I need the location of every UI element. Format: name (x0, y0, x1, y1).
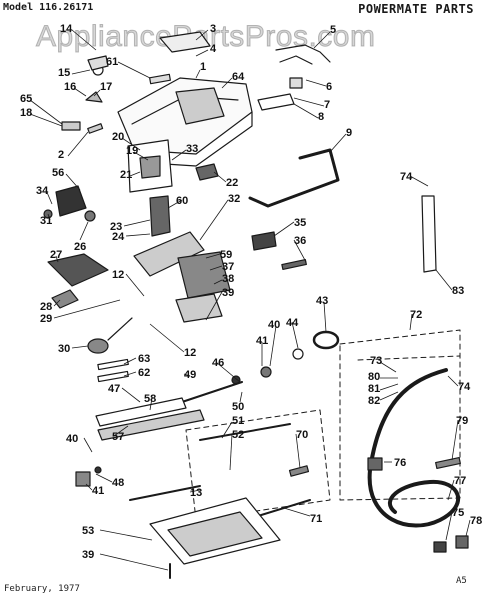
callout-13: 13 (190, 487, 202, 499)
callout-33: 33 (186, 143, 198, 155)
callout-5: 5 (330, 24, 336, 36)
callout-77: 77 (454, 475, 466, 487)
callout-73: 73 (370, 355, 382, 367)
callout-39b: 39 (82, 549, 94, 561)
callout-17: 17 (100, 81, 112, 93)
callout-41a: 41 (256, 335, 268, 347)
callout-60: 60 (176, 195, 188, 207)
callout-78: 78 (470, 515, 482, 527)
callout-22: 22 (226, 177, 238, 189)
callout-4: 4 (210, 43, 217, 55)
callout-20: 20 (112, 131, 124, 143)
callout-52: 52 (232, 429, 244, 441)
callout-61: 61 (106, 56, 118, 68)
callout-83: 83 (452, 285, 464, 297)
callout-40a: 40 (268, 319, 280, 331)
model-number: Model 116.26171 (3, 2, 94, 13)
callout-74b: 74 (458, 381, 471, 393)
callout-35: 35 (294, 217, 306, 229)
callout-23: 23 (110, 221, 122, 233)
callout-76: 76 (394, 457, 406, 469)
callout-81: 81 (368, 383, 380, 395)
callout-21: 21 (120, 169, 132, 181)
callout-62: 62 (138, 367, 150, 379)
callout-57: 57 (112, 431, 124, 443)
callout-27: 27 (50, 249, 62, 261)
callout-38: 38 (222, 273, 234, 285)
callout-70: 70 (296, 429, 308, 441)
callout-63: 63 (138, 353, 150, 365)
callout-34: 34 (36, 185, 49, 197)
callout-82: 82 (368, 395, 380, 407)
callout-28: 28 (40, 301, 52, 313)
callout-26: 26 (74, 241, 86, 253)
callout-47: 47 (108, 383, 120, 395)
callout-12a: 12 (112, 269, 124, 281)
callout-18: 18 (20, 107, 32, 119)
callout-29: 29 (40, 313, 52, 325)
callout-74a: 74 (400, 171, 413, 183)
callout-41b: 41 (92, 485, 104, 497)
callout-30: 30 (58, 343, 70, 355)
callout-72: 72 (410, 309, 422, 321)
callout-32: 32 (228, 193, 240, 205)
callout-16: 16 (64, 81, 76, 93)
callout-43: 43 (316, 295, 328, 307)
callout-15: 15 (58, 67, 70, 79)
callout-14: 14 (60, 23, 73, 35)
callout-59: 59 (220, 249, 232, 261)
callout-2: 2 (58, 149, 64, 161)
callout-46: 46 (212, 357, 224, 369)
callout-39a: 39 (222, 287, 234, 299)
callout-37: 37 (222, 261, 234, 273)
callout-19: 19 (126, 145, 138, 157)
callout-58: 58 (144, 393, 156, 405)
callout-56: 56 (52, 167, 64, 179)
callout-40b: 40 (66, 433, 78, 445)
callout-80: 80 (368, 371, 380, 383)
callout-48: 48 (112, 477, 124, 489)
callout-75: 75 (452, 507, 464, 519)
callout-3: 3 (210, 23, 216, 35)
callout-1: 1 (200, 61, 206, 73)
callout-71: 71 (310, 513, 322, 525)
callout-79: 79 (456, 415, 468, 427)
callout-51: 51 (232, 415, 244, 427)
callout-36: 36 (294, 235, 306, 247)
footer-date: February, 1977 (4, 584, 80, 594)
brand-title: POWERMATE PARTS (358, 2, 474, 16)
callout-12b: 12 (184, 347, 196, 359)
callout-24: 24 (112, 231, 125, 243)
callout-8: 8 (318, 111, 324, 123)
callout-49: 49 (184, 369, 196, 381)
footer-code: A5 (456, 576, 467, 586)
callout-44: 44 (286, 317, 299, 329)
callout-6: 6 (326, 81, 332, 93)
callout-53: 53 (82, 525, 94, 537)
callout-31: 31 (40, 215, 52, 227)
callout-9: 9 (346, 127, 352, 139)
callout-64: 64 (232, 71, 245, 83)
callout-65: 65 (20, 93, 32, 105)
callout-7: 7 (324, 99, 330, 111)
watermark: AppliancePartsPros.com (35, 20, 376, 54)
callout-50: 50 (232, 401, 244, 413)
